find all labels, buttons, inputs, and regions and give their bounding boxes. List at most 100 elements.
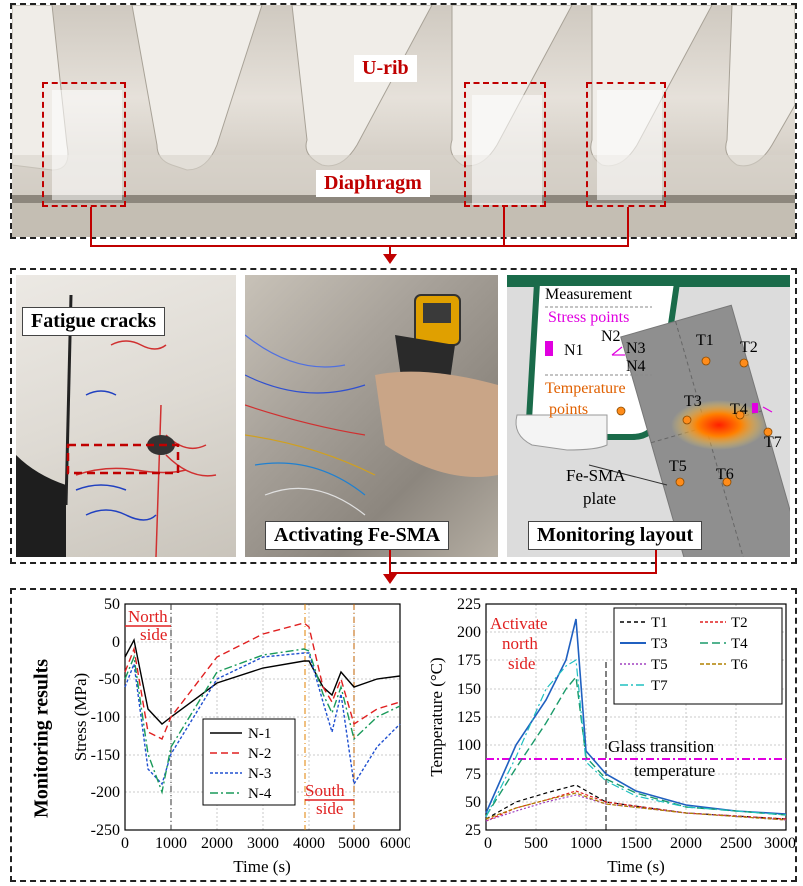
temp-id-t3: T3 xyxy=(684,393,702,410)
north-side-annotation: North xyxy=(128,607,168,626)
svg-text:T7: T7 xyxy=(651,678,668,694)
layout-svg xyxy=(507,275,790,557)
temp-id-t4: T4 xyxy=(730,401,748,418)
svg-text:T5: T5 xyxy=(651,657,668,673)
temp-id-t6: T6 xyxy=(716,466,734,483)
crack-region-box-2 xyxy=(464,82,546,207)
top-panel-frame xyxy=(10,3,797,239)
arrow-down-icon xyxy=(383,254,397,264)
svg-text:125: 125 xyxy=(457,709,481,726)
svg-text:6000: 6000 xyxy=(380,835,410,852)
svg-text:-100: -100 xyxy=(91,709,120,726)
svg-text:5000: 5000 xyxy=(338,835,370,852)
glass-transition-annotation: Glass transition xyxy=(608,737,715,756)
connector-line xyxy=(627,207,629,247)
crack-region-box-1 xyxy=(42,82,126,207)
svg-text:75: 75 xyxy=(465,766,481,783)
svg-text:T2: T2 xyxy=(731,615,748,631)
svg-text:175: 175 xyxy=(457,652,481,669)
measurement-title: Measurement xyxy=(545,286,633,303)
temp-id-t7: T7 xyxy=(764,434,782,451)
plate-label-2: plate xyxy=(583,489,617,508)
svg-text:N-3: N-3 xyxy=(248,766,271,782)
svg-text:N-2: N-2 xyxy=(248,746,271,762)
connector-line xyxy=(655,550,657,574)
svg-text:50: 50 xyxy=(465,794,481,811)
svg-text:500: 500 xyxy=(524,835,548,852)
svg-text:1500: 1500 xyxy=(620,835,652,852)
svg-text:25: 25 xyxy=(465,822,481,839)
svg-text:1000: 1000 xyxy=(155,835,187,852)
svg-text:T6: T6 xyxy=(731,657,748,673)
svg-text:north: north xyxy=(502,634,538,653)
stress-id-n2: N2 xyxy=(601,328,621,345)
svg-text:1000: 1000 xyxy=(570,835,602,852)
plate-label: Fe-SMA xyxy=(566,466,626,485)
svg-text:0: 0 xyxy=(484,835,492,852)
temp-x-axis-label: Time (s) xyxy=(607,857,664,876)
svg-text:2000: 2000 xyxy=(201,835,233,852)
svg-text:3000: 3000 xyxy=(764,835,796,852)
svg-text:temperature: temperature xyxy=(634,761,715,780)
svg-text:-250: -250 xyxy=(91,822,120,839)
connector-line xyxy=(90,207,92,247)
temperature-points-title: Temperature xyxy=(545,380,626,397)
temperature-points-title-2: points xyxy=(549,401,589,418)
connector-line xyxy=(389,550,391,574)
stress-id-n4: N4 xyxy=(626,358,646,375)
temp-id-t5: T5 xyxy=(669,458,687,475)
svg-text:225: 225 xyxy=(457,596,481,613)
svg-text:T4: T4 xyxy=(731,636,748,652)
stress-id-n1: N1 xyxy=(564,342,584,359)
connector-line xyxy=(90,245,629,247)
svg-text:4000: 4000 xyxy=(293,835,325,852)
svg-text:-150: -150 xyxy=(91,747,120,764)
svg-text:-50: -50 xyxy=(99,671,120,688)
activating-fesma-photo xyxy=(245,275,498,557)
svg-text:T3: T3 xyxy=(651,636,668,652)
svg-text:side: side xyxy=(316,799,343,818)
wiring-and-thermometer xyxy=(245,294,498,516)
bottom-panel-frame xyxy=(10,588,797,882)
urib-photo xyxy=(12,5,795,237)
connector-line xyxy=(389,572,657,574)
svg-text:3000: 3000 xyxy=(247,835,279,852)
svg-text:T1: T1 xyxy=(651,615,668,631)
svg-text:side: side xyxy=(508,654,535,673)
urib-label: U-rib xyxy=(354,55,417,82)
svg-text:0: 0 xyxy=(121,835,129,852)
svg-text:200: 200 xyxy=(457,624,481,641)
urib-shapes xyxy=(12,5,795,237)
arrow-down-icon xyxy=(383,574,397,584)
stress-chart: 50 0 -50 -100 -150 -200 -250 0 1000 2000 3000 4… xyxy=(71,596,410,876)
svg-text:100: 100 xyxy=(457,737,481,754)
connector-line xyxy=(389,245,391,257)
svg-text:50: 50 xyxy=(104,596,120,613)
diaphragm-label: Diaphragm xyxy=(316,170,430,197)
svg-text:2000: 2000 xyxy=(670,835,702,852)
monitoring-results-label: Monitoring results xyxy=(30,658,53,819)
svg-text:0: 0 xyxy=(112,634,120,651)
middle-panel-frame xyxy=(10,268,797,564)
fatigue-cracks-label: Fatigue cracks xyxy=(22,307,165,336)
crack-markings xyxy=(16,294,217,557)
monitoring-layout-label: Monitoring layout xyxy=(528,521,703,550)
activating-fesma-label: Activating Fe-SMA xyxy=(265,521,450,550)
stress-points-title: Stress points xyxy=(548,309,630,326)
stress-x-axis-label: Time (s) xyxy=(233,857,290,876)
temp-y-axis-label: Temperature (°C) xyxy=(427,657,446,776)
svg-text:2500: 2500 xyxy=(720,835,752,852)
svg-text:-200: -200 xyxy=(91,784,120,801)
temp-id-t1: T1 xyxy=(696,332,714,349)
connector-line xyxy=(503,207,505,247)
svg-text:N-1: N-1 xyxy=(248,726,271,742)
monitoring-layout-diagram xyxy=(507,275,790,557)
south-side-annotation: South xyxy=(305,781,345,800)
temp-id-t2: T2 xyxy=(740,339,758,356)
crack-region-box-3 xyxy=(586,82,666,207)
svg-text:side: side xyxy=(140,625,167,644)
stress-id-n3: N3 xyxy=(626,340,646,357)
activate-north-annotation: Activate xyxy=(490,614,548,633)
svg-text:N-4: N-4 xyxy=(248,786,272,802)
